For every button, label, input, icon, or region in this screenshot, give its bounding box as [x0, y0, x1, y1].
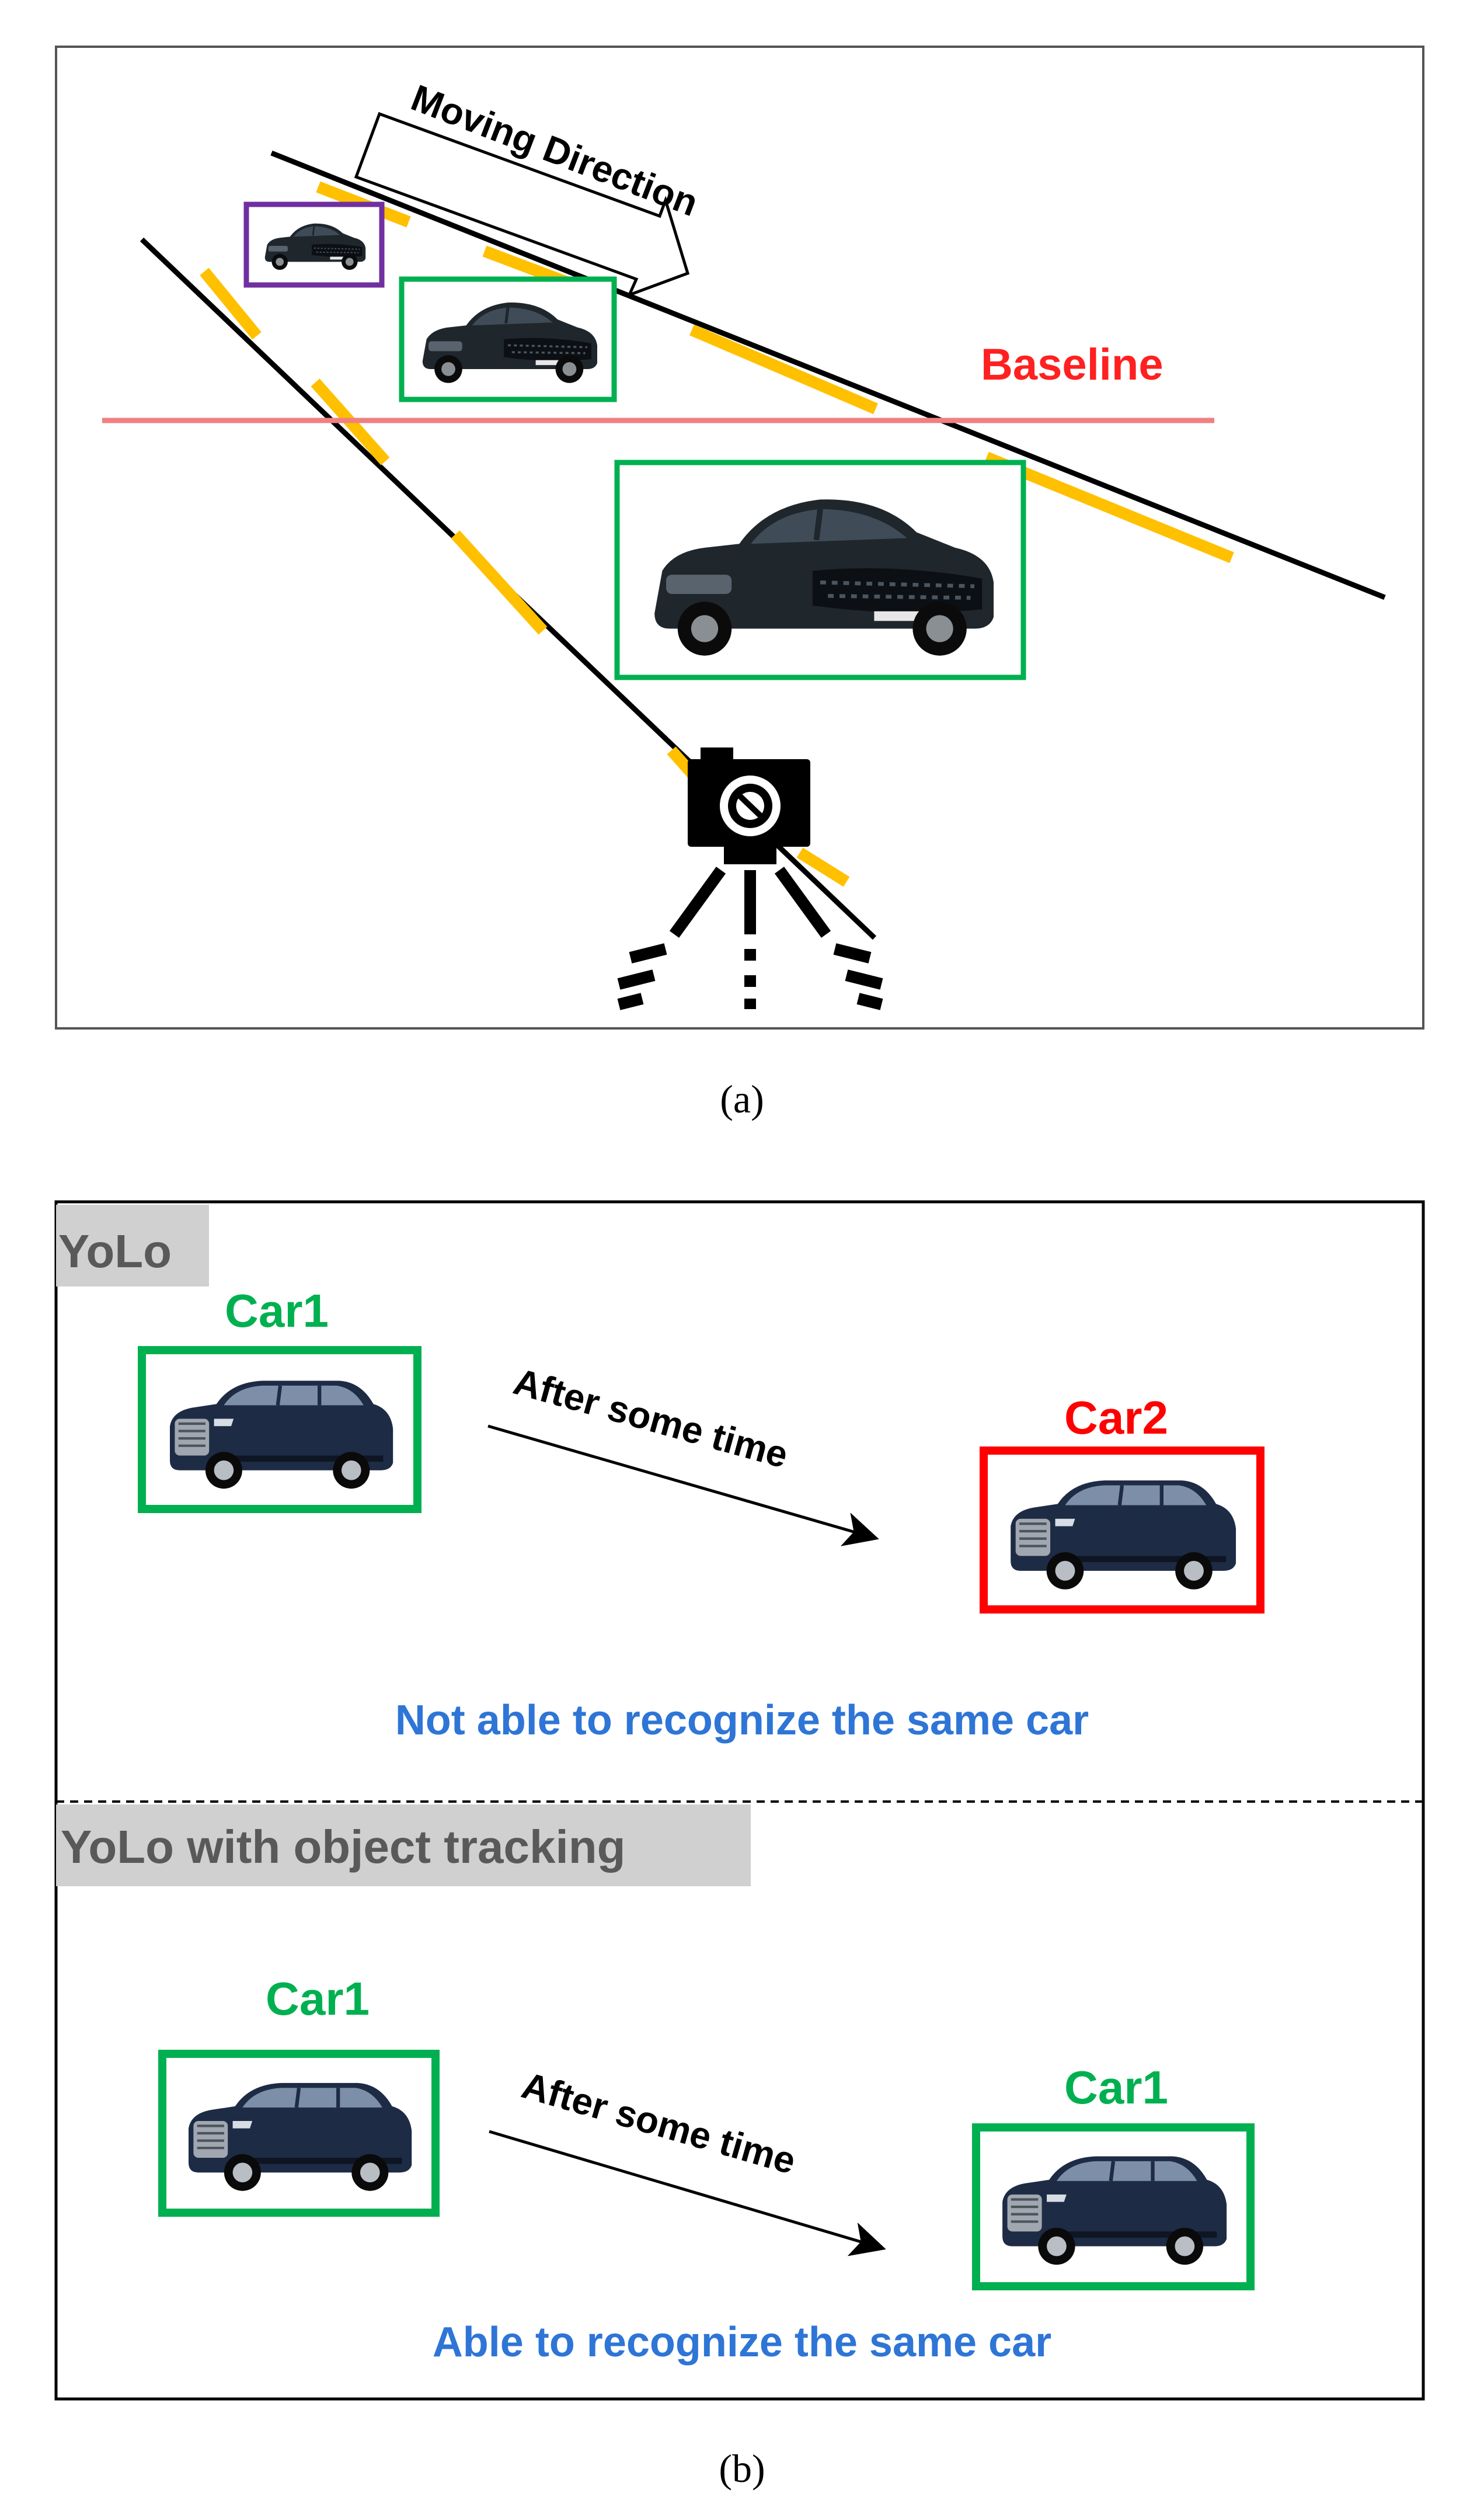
panel-a: Baseline Moving Direction — [55, 46, 1424, 1121]
yolo-section: YoLo Car1 After some time Car2 Not able … — [56, 1205, 1264, 1744]
car1-label: Car1 — [225, 1285, 329, 1337]
result-text-not-able: Not able to recognize the same car — [395, 1697, 1089, 1744]
arrow-right-outline-icon — [354, 112, 690, 298]
yolo-tab — [56, 1205, 209, 1286]
car1-label-tracked: Car1 — [1064, 2061, 1168, 2113]
road-edge-far — [270, 150, 1386, 600]
camera-tripod-icon — [617, 747, 883, 1010]
arrow-right-icon — [487, 1424, 879, 1546]
baseline-label: Baseline — [981, 340, 1163, 390]
yolo-tracking-tab — [56, 1804, 751, 1886]
panel-b: YoLo Car1 After some time Car2 Not able … — [54, 1200, 1425, 2491]
caption-a: (a) — [720, 1077, 764, 1121]
car2-label: Car2 — [1064, 1392, 1168, 1444]
yolo-tracking-tab-label: YoLo with object tracking — [61, 1821, 625, 1873]
car1-label: Car1 — [266, 1973, 370, 2025]
caption-b: (b) — [719, 2446, 765, 2491]
yolo-tab-label: YoLo — [58, 1225, 172, 1277]
result-text-able: Able to recognize the same car — [433, 2319, 1051, 2366]
arrow-right-icon — [489, 2130, 886, 2256]
